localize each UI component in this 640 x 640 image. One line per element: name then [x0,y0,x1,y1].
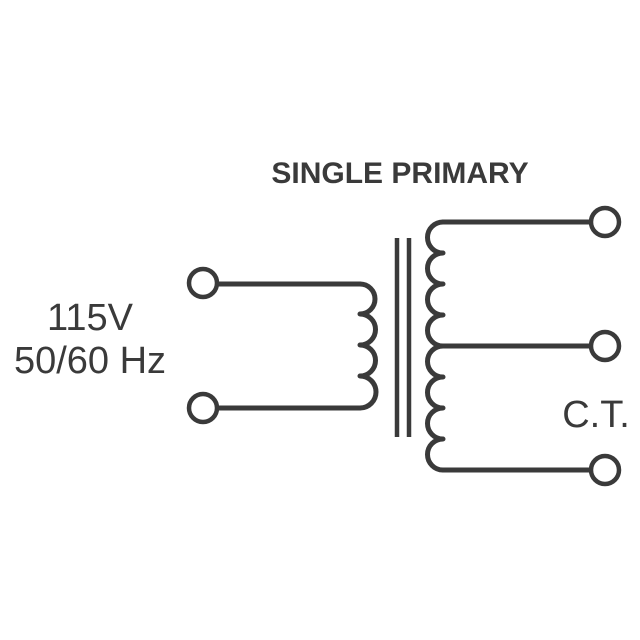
center-tap-label: C.T. [562,394,630,436]
primary-voltage-label: 115V [47,297,134,339]
secondary-terminal-bottom [588,453,622,487]
primary-terminal-top [186,266,220,300]
secondary-terminal-center-tap [588,329,622,363]
primary-coil [357,281,379,411]
primary-terminal-bottom [186,391,220,425]
secondary-terminal-top [588,205,622,239]
primary-frequency-label: 50/60 Hz [14,340,166,382]
diagram-title: SINGLE PRIMARY [271,157,528,190]
